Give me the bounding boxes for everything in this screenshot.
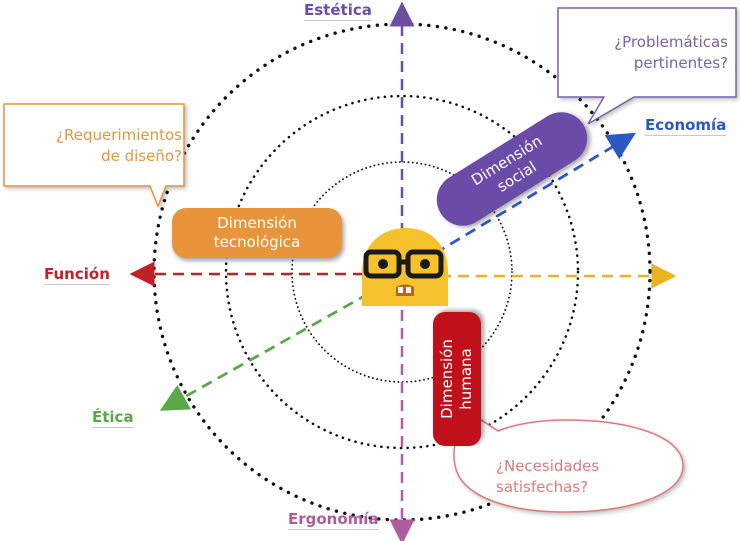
axis-label-estetica: Estética xyxy=(304,1,372,21)
axis-label-economia: Economía xyxy=(645,116,727,136)
requirements-bubble xyxy=(3,103,185,209)
tech-dimension-pill: Dimensión tecnológica xyxy=(172,208,342,258)
tech-dimension-line1: Dimensión xyxy=(217,214,297,232)
problems-bubble-text: ¿Problemáticas pertinentes? xyxy=(562,32,728,74)
requirements-line2: de diseño? xyxy=(101,147,182,165)
needs-bubble xyxy=(453,417,684,513)
problems-bubble xyxy=(557,7,737,125)
needs-line1: ¿Necesidades xyxy=(496,457,600,475)
problems-line1: ¿Problemáticas xyxy=(614,33,728,51)
nerd-face-icon xyxy=(362,228,448,306)
requirements-line1: ¿Requerimientos xyxy=(56,126,182,144)
tech-dimension-line2: tecnológica xyxy=(213,233,301,251)
axis-label-funcion: Función xyxy=(44,265,110,285)
problems-line2: pertinentes? xyxy=(633,54,728,72)
human-dimension-pill: Dimensión humana xyxy=(433,312,481,446)
axis-label-etica: Ética xyxy=(92,408,134,428)
axis-label-ergonomia: Ergonomía xyxy=(288,510,379,530)
middle-ring xyxy=(224,94,580,450)
requirements-bubble-text: ¿Requerimientos de diseño? xyxy=(22,125,182,167)
human-dimension-line1: Dimensión xyxy=(438,339,456,419)
needs-line2: satisfechas? xyxy=(496,478,589,496)
needs-bubble-text: ¿Necesidades satisfechas? xyxy=(496,456,666,498)
human-dimension-line2: humana xyxy=(457,348,475,410)
